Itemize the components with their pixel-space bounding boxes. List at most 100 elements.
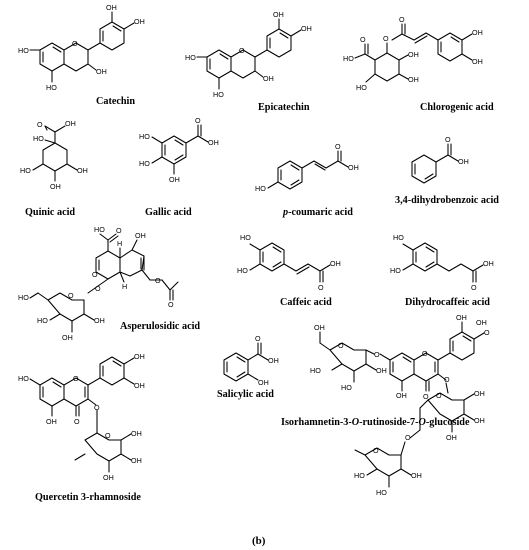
atom-label: HO bbox=[237, 266, 248, 275]
atom-label: OH bbox=[396, 391, 407, 400]
atom-label: HO bbox=[18, 374, 29, 383]
atom-label: HO bbox=[310, 366, 321, 375]
atom-label: OH bbox=[94, 316, 105, 325]
name-part-italic: O bbox=[419, 417, 427, 428]
structure-gallic-acid: O OH HO HO OH Gallic acid bbox=[139, 116, 219, 218]
structure-chlorogenic-acid: O O OH OH OH OH HO O HO Chlorogenic acid bbox=[343, 15, 494, 113]
name-part: Isorhamnetin-3- bbox=[281, 417, 352, 428]
atom-label: OH bbox=[46, 417, 57, 426]
atom-label: HO bbox=[18, 293, 29, 302]
atom-label: HO bbox=[46, 83, 57, 92]
compound-name-quinic-acid: Quinic acid bbox=[25, 207, 75, 218]
atom-label: H bbox=[117, 239, 122, 248]
atom-label: H bbox=[122, 282, 127, 291]
atom-label: O bbox=[37, 120, 43, 129]
atom-label: O bbox=[360, 35, 366, 44]
atom-label: OH bbox=[408, 50, 419, 59]
structure-quercetin-3-rhamnoside: HO OH O O OH OH O O OH OH OH Quercetin 3… bbox=[18, 352, 145, 503]
atom-label: OH bbox=[134, 381, 145, 390]
atom-label: OH bbox=[273, 10, 284, 19]
atom-label: OH bbox=[474, 389, 485, 398]
atom-label: O bbox=[168, 300, 174, 309]
panel-label: (b) bbox=[252, 535, 266, 547]
atom-label: OH bbox=[96, 67, 107, 76]
atom-label: OH bbox=[456, 313, 467, 322]
compound-name-isorhamnetin-glycoside: Isorhamnetin-3-O-rutinoside-7-O-glucosid… bbox=[281, 417, 470, 428]
atom-label: OH bbox=[131, 429, 142, 438]
atom-label: O bbox=[116, 226, 122, 235]
atom-label: OH bbox=[348, 163, 359, 172]
atom-label: O bbox=[155, 276, 161, 285]
atom-label: HO bbox=[376, 488, 387, 497]
atom-label: HO bbox=[354, 471, 365, 480]
atom-label: HO bbox=[139, 132, 150, 141]
atom-label: O bbox=[373, 446, 379, 455]
atom-label: HO bbox=[20, 166, 31, 175]
atom-label: O bbox=[94, 403, 100, 412]
atom-label: HO bbox=[356, 83, 367, 92]
atom-label: OH bbox=[472, 28, 483, 37]
atom-label: O bbox=[374, 350, 380, 359]
atom-label: HO bbox=[139, 159, 150, 168]
atom-label: HO bbox=[18, 46, 29, 55]
atom-label: OH bbox=[134, 17, 145, 26]
atom-label: O bbox=[399, 15, 405, 24]
atom-label: HO bbox=[185, 53, 196, 62]
structure-epicatechin: HO HO O OH OH OH Epicatechin bbox=[185, 10, 312, 113]
atom-label: OH bbox=[301, 24, 312, 33]
atom-label: OH bbox=[135, 231, 146, 240]
atom-label: O bbox=[72, 39, 78, 48]
atom-label: OH bbox=[103, 473, 114, 482]
atom-label: HO bbox=[343, 54, 354, 63]
atom-label: OH bbox=[106, 3, 117, 12]
atom-label: O bbox=[484, 328, 490, 337]
name-part: -rutinoside-7- bbox=[359, 417, 419, 428]
atom-label: OH bbox=[258, 378, 269, 387]
atom-label: HO bbox=[213, 90, 224, 99]
atom-label: OH bbox=[446, 433, 457, 442]
compound-name-dihydrobenzoic-acid: 3,4-dihydrobenzoic acid bbox=[395, 195, 499, 206]
name-part: -glucoside bbox=[426, 417, 470, 428]
structure-catechin: HO HO O OH OH OH Catechin bbox=[18, 3, 145, 107]
compound-name-asperulosidic-acid: Asperulosidic acid bbox=[120, 321, 200, 332]
atom-label: HO bbox=[393, 233, 404, 242]
atom-label: HO bbox=[37, 316, 48, 325]
atom-label: OH bbox=[50, 182, 61, 191]
compound-name-quercetin-3-rhamnoside: Quercetin 3-rhamnoside bbox=[35, 492, 141, 503]
atom-label: OH bbox=[458, 157, 469, 166]
atom-label: OH bbox=[131, 456, 142, 465]
atom-label: O bbox=[92, 270, 98, 279]
compound-name-p-coumaric-acid: p-coumaric acid bbox=[282, 207, 353, 218]
compound-name-epicatechin: Epicatechin bbox=[258, 102, 310, 113]
compound-name-salicylic-acid: Salicylic acid bbox=[217, 389, 274, 400]
atom-label: OH bbox=[330, 259, 341, 268]
name-rest-part: -coumaric acid bbox=[288, 207, 353, 218]
atom-label: O bbox=[195, 116, 201, 125]
atom-label: O bbox=[255, 334, 261, 343]
atom-label: OH bbox=[77, 166, 88, 175]
atom-label: HO bbox=[390, 266, 401, 275]
atom-label: HO bbox=[94, 225, 105, 234]
atom-label: OH bbox=[376, 366, 387, 375]
atom-label: O bbox=[68, 291, 74, 300]
atom-label: O bbox=[405, 433, 411, 442]
atom-label: OH bbox=[208, 138, 219, 147]
compound-name-dihydrocaffeic-acid: Dihydrocaffeic acid bbox=[405, 297, 490, 308]
compound-name-caffeic-acid: Caffeic acid bbox=[280, 297, 332, 308]
compound-name-chlorogenic-acid: Chlorogenic acid bbox=[420, 102, 494, 113]
atom-label: OH bbox=[263, 74, 274, 83]
atom-label: HO bbox=[33, 134, 44, 143]
atom-label: O bbox=[423, 392, 429, 401]
structure-dihydrobenzoic-acid: O OH 3,4-dihydrobenzoic acid bbox=[395, 135, 499, 206]
structure-salicylic-acid: O OH OH Salicylic acid bbox=[217, 334, 279, 400]
atom-label: O bbox=[444, 375, 450, 384]
structure-caffeic-acid: HO HO O OH Caffeic acid bbox=[237, 233, 341, 308]
name-part-italic: O bbox=[352, 417, 360, 428]
atom-label: HO bbox=[341, 383, 352, 392]
atom-label: OH bbox=[474, 416, 485, 425]
name-italic-part: p bbox=[282, 207, 288, 218]
atom-label: O bbox=[318, 283, 324, 292]
atom-label: O bbox=[383, 34, 389, 43]
atom-label: OH bbox=[62, 333, 73, 342]
